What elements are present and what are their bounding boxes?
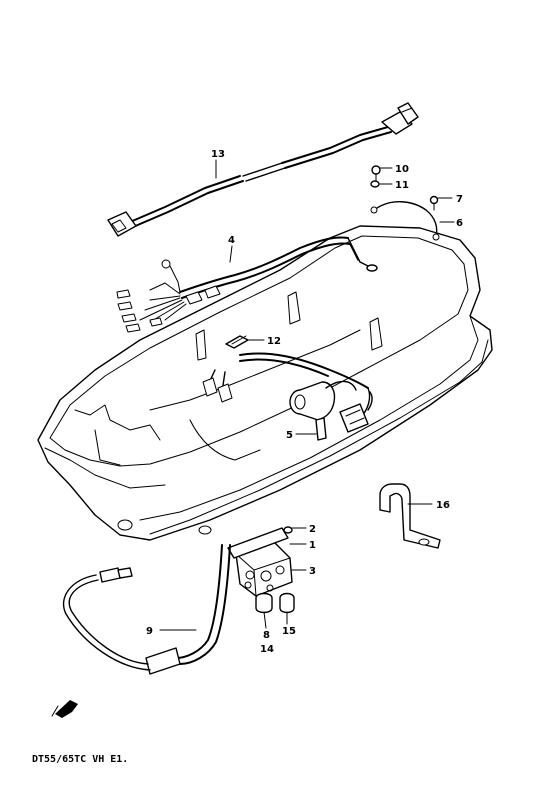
callout-13: 13 [211,149,225,160]
callout-10: 10 [395,164,409,175]
callout-2: 2 [309,524,316,535]
clamp-12 [225,335,249,349]
callout-4: 4 [228,235,235,246]
washer-11 [370,180,380,188]
harness-9 [62,544,231,675]
rectifier-5 [289,380,373,441]
callout-12: 12 [267,336,281,347]
direction-arrow-icon [51,700,78,718]
leader-lines [159,159,455,631]
callout-14: 14 [260,644,274,655]
callout-8: 8 [263,630,270,641]
callout-9: 9 [146,626,153,637]
wiring-harness-13 [107,102,419,237]
screw-10 [371,165,381,181]
callout-1: 1 [309,540,316,551]
lead-wire-6 [370,201,440,241]
lower-cowling [37,225,493,541]
screw-2 [283,526,293,534]
bracket-16 [379,483,441,549]
callout-11: 11 [395,180,409,191]
diagram-code-label: DT55/65TC VH E1. [32,754,128,765]
screw-7 [429,195,439,211]
plate-1 [227,527,289,559]
cap-8 [255,592,273,614]
callout-15: 15 [282,626,296,637]
callout-labels: 13 10 11 7 6 4 12 5 16 2 1 3 9 8 15 14 [146,149,463,655]
callout-7: 7 [456,194,463,205]
callout-3: 3 [309,566,316,577]
callout-6: 6 [456,218,463,229]
cap-15 [279,592,295,614]
main-harness-4 [116,236,378,419]
callout-5: 5 [286,430,293,441]
callout-16: 16 [436,500,450,511]
